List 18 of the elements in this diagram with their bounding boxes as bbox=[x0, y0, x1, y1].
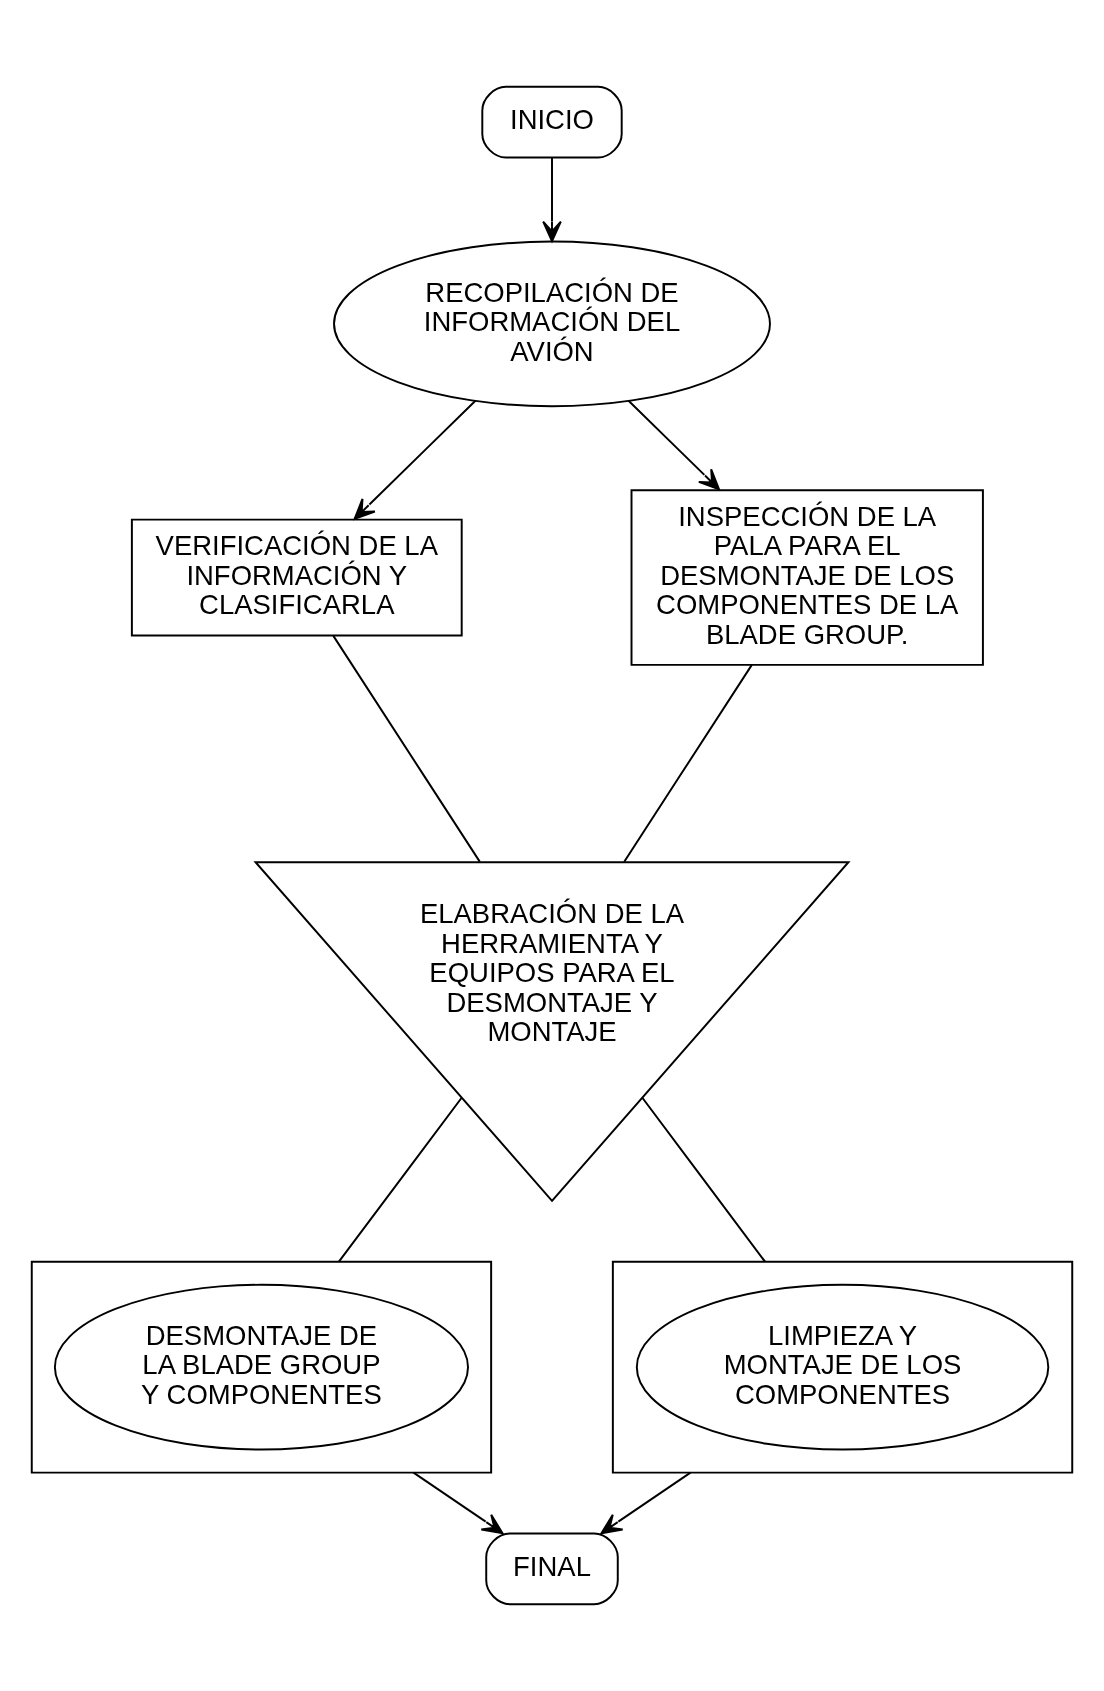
node-box: INICIO bbox=[481, 85, 623, 159]
cluster bbox=[30, 1260, 493, 1474]
arrow bbox=[542, 156, 562, 243]
connector bbox=[337, 1096, 463, 1263]
arrow bbox=[627, 399, 721, 491]
node-ellipse: DESMONTAJE DE LA BLADE GROUP Y COMPONENTES bbox=[53, 1283, 469, 1451]
node-box: VERIFICACIÓN DE LA INFORMACIÓN Y CLASIFICARLA bbox=[130, 518, 463, 637]
connector bbox=[623, 663, 753, 863]
node-box: FINAL bbox=[485, 1532, 619, 1606]
node-box: INSPECCIÓN DE LA PALA PARA EL DESMONTAJE DE LOS COMPONENTES DE LA BLADE GROUP. bbox=[630, 489, 984, 666]
cluster bbox=[611, 1260, 1074, 1474]
connector bbox=[641, 1096, 767, 1263]
node-ellipse: LIMPIEZA Y MONTAJE DE LOS COMPONENTES bbox=[635, 1283, 1050, 1451]
connector bbox=[332, 634, 481, 863]
arrow bbox=[412, 1471, 504, 1535]
arrow bbox=[600, 1471, 692, 1535]
node-ellipse: RECOPILACIÓN DE INFORMACIÓN DEL AVIÓN bbox=[333, 240, 771, 408]
arrow bbox=[353, 399, 477, 520]
